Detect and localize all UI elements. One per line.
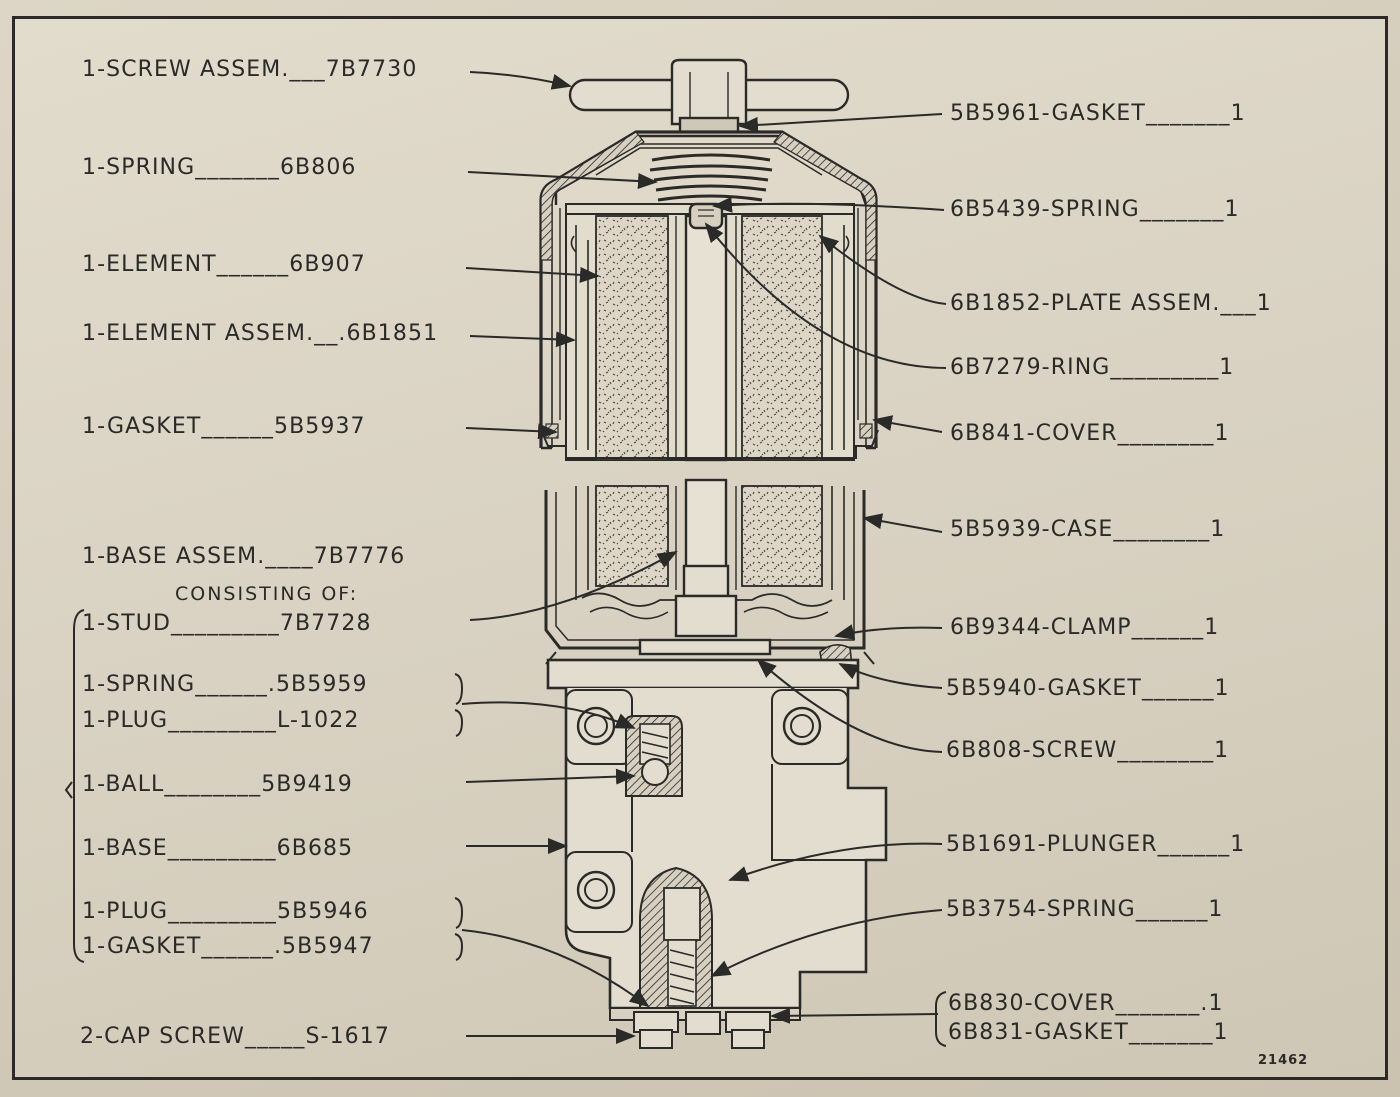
callout-element-assem: 1-ELEMENT ASSEM.__.6B1851 — [82, 321, 439, 346]
base-body — [546, 658, 888, 1021]
callout-screw-assem: 1-SCREW ASSEM.___7B7730 — [82, 57, 418, 82]
callout-cover-6b841: 6B841-COVER________1 — [950, 421, 1230, 446]
upper-element — [540, 202, 879, 462]
callout-plate-assem: 6B1852-PLATE ASSEM.___1 — [950, 291, 1272, 316]
callout-ball: 1-BALL________5B9419 — [82, 772, 353, 797]
callout-gasket-5b5961: 5B5961-GASKET_______1 — [950, 101, 1246, 126]
callout-spring-6b5439: 6B5439-SPRING_______1 — [950, 197, 1240, 222]
callout-spring-5b3754: 5B3754-SPRING______1 — [946, 897, 1224, 922]
callout-gasket-5b5940: 5B5940-GASKET______1 — [946, 676, 1230, 701]
callout-spring-5b5959: 1-SPRING______.5B5959 — [82, 672, 368, 697]
top-cover — [539, 130, 878, 450]
callout-gasket-5b5947: 1-GASKET______.5B5947 — [82, 934, 374, 959]
callout-spring-6b806: 1-SPRING_______6B806 — [82, 155, 357, 180]
callout-clamp: 6B9344-CLAMP______1 — [950, 615, 1220, 640]
callout-base-assem: 1-BASE ASSEM.____7B7776 — [82, 544, 406, 569]
callout-base-6b685: 1-BASE_________6B685 — [82, 836, 354, 861]
callout-screw-6b808: 6B808-SCREW________1 — [946, 738, 1230, 763]
cover-spring — [649, 153, 773, 202]
callout-stud: 1-STUD_________7B7728 — [82, 611, 372, 636]
callout-element: 1-ELEMENT______6B907 — [82, 252, 366, 277]
callout-cover-6b830: 6B830-COVER_______.1 — [948, 991, 1224, 1016]
callout-gasket-6b831: 6B831-GASKET_______1 — [948, 1020, 1229, 1045]
brackets — [64, 609, 947, 1047]
t-handle-screw — [568, 58, 850, 134]
callout-plug-5b5946: 1-PLUG_________5B5946 — [82, 899, 369, 924]
leader-lines — [461, 71, 947, 1044]
callout-ring: 6B7279-RING_________1 — [950, 355, 1235, 380]
callout-gasket-5b5937: 1-GASKET______5B5937 — [82, 414, 366, 439]
lower-case — [544, 478, 875, 672]
callout-cap-screw: 2-CAP SCREW_____S-1617 — [80, 1024, 390, 1049]
cap-screws — [633, 1011, 771, 1049]
callout-case: 5B5939-CASE________1 — [950, 517, 1226, 542]
callout-plug-l1022: 1-PLUG_________L-1022 — [82, 708, 360, 733]
figure-number: 21462 — [1258, 1053, 1309, 1068]
consisting-of-label: CONSISTING OF: — [175, 583, 359, 605]
callout-plunger: 5B1691-PLUNGER______1 — [946, 832, 1246, 857]
